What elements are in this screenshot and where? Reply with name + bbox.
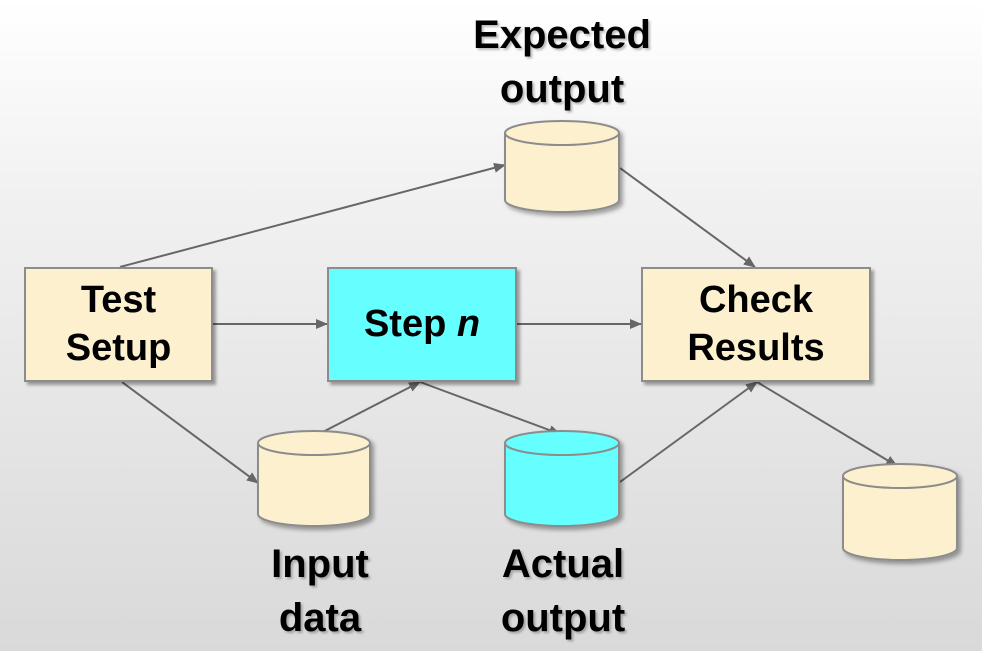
expected-output-label-line1: Expected <box>473 13 651 57</box>
test-setup-box: Test Setup <box>24 267 213 382</box>
actual-output-label-line1: Actual <box>501 542 625 586</box>
expected-output-label-line2: output <box>499 67 625 111</box>
datastore-result <box>842 463 958 561</box>
check-results-label-line2: Results <box>687 326 825 369</box>
edge-step-to-actual <box>419 381 561 435</box>
step-n-label-prefix: Step <box>363 302 457 345</box>
datastore-input-data <box>257 430 371 527</box>
expected-output-label: Expected output <box>432 8 692 116</box>
check-results-label-line1: Check <box>698 279 814 321</box>
datastore-actual-output <box>504 430 620 527</box>
test-setup-label-line1: Test <box>80 279 157 321</box>
edge-expected-to-check <box>619 167 756 268</box>
input-data-label-line2: data <box>278 596 362 640</box>
actual-output-label-line2: output <box>500 596 626 640</box>
check-results-label: Check Results <box>687 277 824 372</box>
step-n-label: Step n <box>364 301 480 349</box>
edge-setup-to-input <box>121 381 259 484</box>
check-results-box: Check Results <box>641 267 871 382</box>
input-data-label-line1: Input <box>271 542 369 586</box>
input-data-label: Input data <box>220 537 420 645</box>
test-setup-label: Test Setup <box>66 277 172 372</box>
actual-output-label: Actual output <box>458 537 668 645</box>
edge-input-to-step <box>314 381 421 437</box>
datastore-expected-output <box>504 120 620 213</box>
edge-setup-to-expected <box>119 162 506 268</box>
step-n-box: Step n <box>327 267 517 382</box>
step-n-label-italic: n <box>456 302 481 345</box>
test-setup-label-line2: Setup <box>65 326 172 369</box>
edge-actual-to-check <box>619 381 758 483</box>
edge-check-to-result <box>756 381 898 467</box>
